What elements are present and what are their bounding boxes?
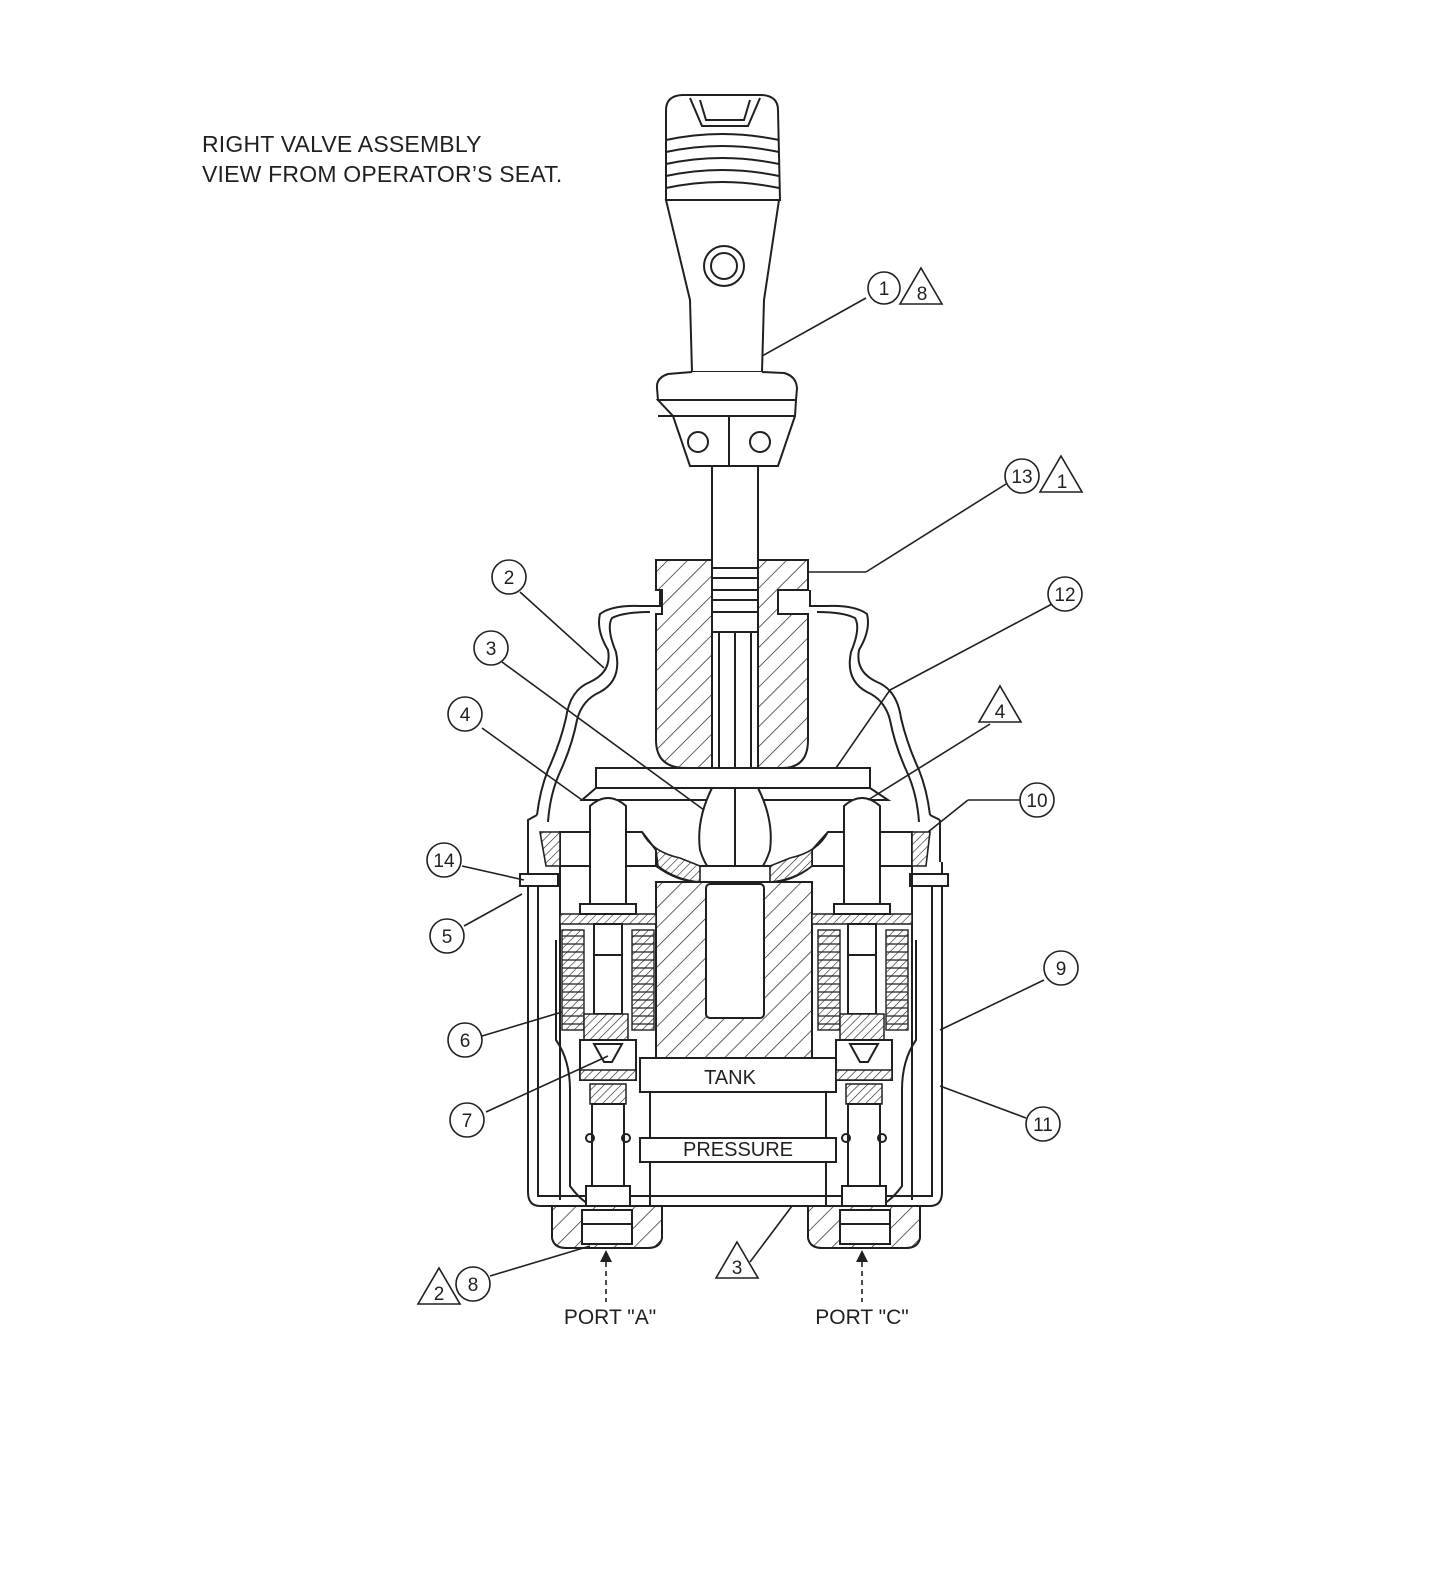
callout-12: 12 <box>1047 576 1083 612</box>
valve-body <box>519 831 949 1207</box>
port-a-label: PORT "A" <box>564 1306 656 1329</box>
svg-text:4: 4 <box>460 705 471 726</box>
svg-text:11: 11 <box>1033 1115 1053 1136</box>
callout-9: 9 <box>1043 950 1079 986</box>
left-plunger-stack <box>551 797 663 1249</box>
port-arrows <box>600 1250 868 1302</box>
callout-5: 5 <box>429 918 465 954</box>
svg-text:10: 10 <box>1026 791 1047 812</box>
svg-text:6: 6 <box>460 1031 471 1052</box>
svg-text:12: 12 <box>1054 585 1075 606</box>
svg-text:5: 5 <box>442 927 453 948</box>
callout-11: 11 <box>1025 1106 1061 1142</box>
svg-text:2: 2 <box>434 1284 445 1305</box>
callout-4-right-triangle: 4 <box>977 684 1023 723</box>
handle <box>655 94 799 633</box>
upper-hub <box>655 559 809 860</box>
callout-14: 14 <box>426 842 462 878</box>
callout-10: 10 <box>1019 782 1055 818</box>
pressure-label: PRESSURE <box>683 1139 793 1161</box>
svg-text:13: 13 <box>1011 467 1032 488</box>
tank-label: TANK <box>704 1067 757 1089</box>
swash-plate <box>579 767 892 884</box>
callout-6: 6 <box>447 1022 483 1058</box>
port-c-label: PORT "C" <box>815 1306 909 1329</box>
svg-text:1: 1 <box>1057 472 1068 493</box>
callout-3-triangle: 3 <box>714 1240 760 1279</box>
svg-text:7: 7 <box>462 1111 473 1132</box>
callout-13: 13 1 <box>1004 454 1084 494</box>
right-plunger-stack <box>807 797 921 1249</box>
callout-8: 2 8 <box>416 1266 491 1305</box>
title-line-1: RIGHT VALVE ASSEMBLY <box>202 131 482 157</box>
svg-text:1: 1 <box>879 279 890 300</box>
callout-1: 1 8 <box>867 266 944 305</box>
title-line-2: VIEW FROM OPERATOR’S SEAT. <box>202 161 563 187</box>
leader-lines <box>461 297 1053 1277</box>
callout-7: 7 <box>449 1102 485 1138</box>
svg-text:3: 3 <box>486 639 497 660</box>
callout-2: 2 <box>491 559 527 595</box>
svg-text:2: 2 <box>504 568 515 589</box>
svg-text:3: 3 <box>732 1258 743 1279</box>
svg-text:9: 9 <box>1056 959 1067 980</box>
callout-3: 3 <box>473 630 509 666</box>
svg-text:4: 4 <box>995 702 1006 723</box>
rubber-boot <box>527 590 941 862</box>
svg-text:8: 8 <box>917 284 928 305</box>
svg-text:8: 8 <box>468 1275 479 1296</box>
svg-text:14: 14 <box>433 851 455 872</box>
callout-4-left: 4 <box>447 696 483 732</box>
